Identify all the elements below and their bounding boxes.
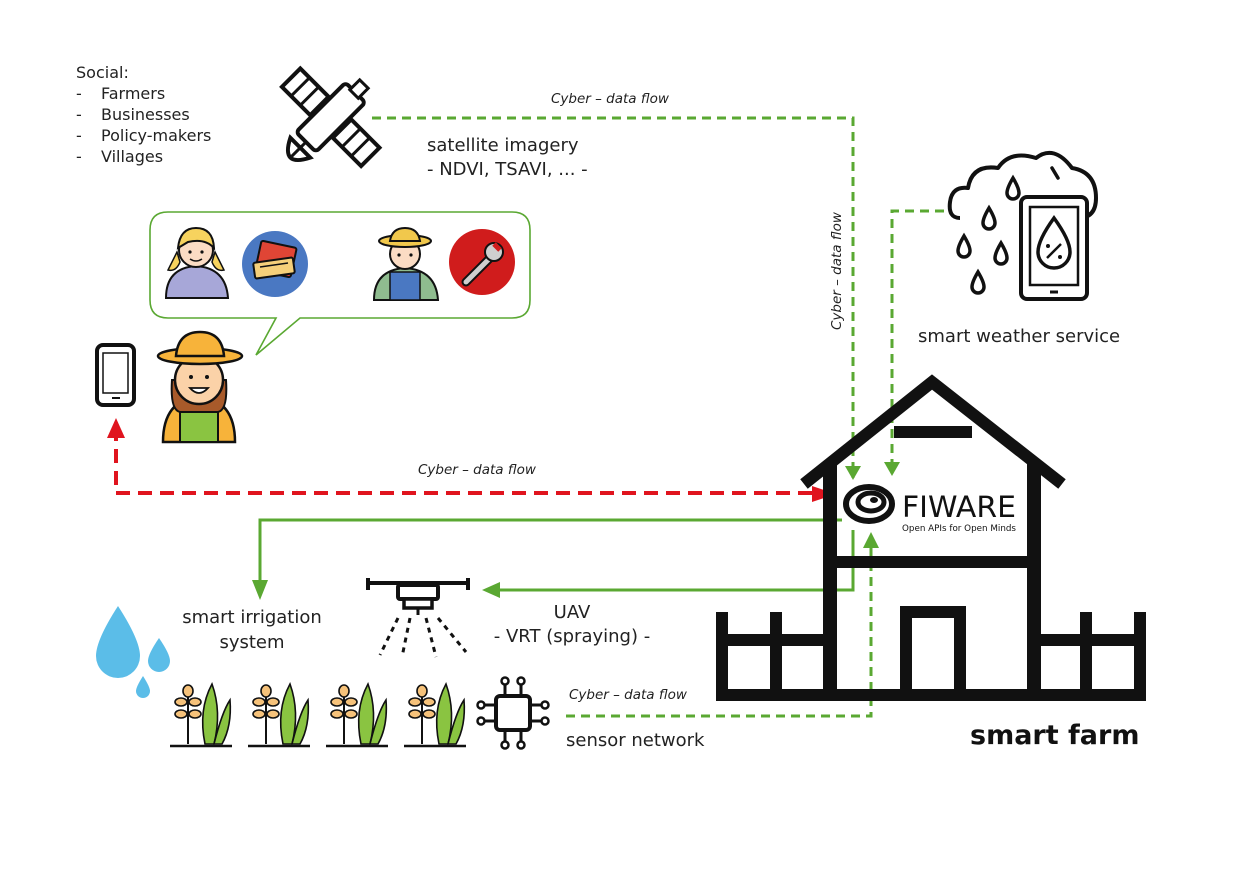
cloud-rain-icon — [947, 150, 1098, 295]
irrigation-line2: system — [219, 632, 285, 653]
social-item: -Villages — [76, 147, 164, 166]
wrench-icon — [449, 229, 515, 295]
fiware-name: FIWARE — [902, 490, 1016, 524]
weather-flow-arrow — [884, 462, 900, 476]
sensor-label: sensor network — [566, 730, 705, 751]
irrigation-flow-line — [258, 518, 842, 592]
irrigation-flow-arrow — [252, 580, 268, 600]
satellite-flow-line — [372, 116, 855, 478]
weather-label: smart weather service — [918, 326, 1121, 347]
water-drop-icon — [96, 606, 170, 698]
flow-label-middle: Cyber – data flow — [418, 462, 536, 478]
uav-label: UAV - VRT (spraying) - — [470, 601, 674, 649]
student-icon — [164, 226, 230, 299]
uav-title: UAV — [553, 602, 591, 623]
irrigation-label: smart irrigation system — [160, 605, 344, 655]
satellite-label: satellite imagery - NDVI, TSAVI, ... - — [427, 134, 588, 182]
fiware-tagline: Open APIs for Open Minds — [902, 524, 1016, 534]
farm-label: smart farm — [970, 720, 1140, 751]
social-list: Social: -Farmers -Businesses -Policy-mak… — [76, 62, 211, 167]
fiware-logo-icon — [843, 484, 895, 524]
smartphone-icon — [95, 343, 136, 407]
satellite-subtitle: - NDVI, TSAVI, ... - — [427, 159, 588, 180]
chip-icon — [476, 676, 550, 750]
phone-flow-line — [114, 436, 812, 495]
flow-label-bottom: Cyber – data flow — [569, 687, 687, 703]
farmer-icon — [156, 330, 244, 444]
wheat-icon — [170, 682, 468, 748]
flow-label-top: Cyber – data flow — [551, 91, 669, 107]
social-item: -Farmers — [76, 84, 166, 103]
satellite-icon — [279, 65, 383, 169]
uav-flow-line — [496, 530, 855, 592]
social-heading: Social: — [76, 63, 129, 82]
uav-subtitle: - VRT (spraying) - — [493, 626, 651, 647]
tablet-drop-icon — [1019, 195, 1089, 301]
social-item: -Businesses — [76, 105, 190, 124]
uav-flow-arrow — [482, 582, 500, 598]
sensor-flow-arrow — [863, 532, 879, 548]
satellite-title: satellite imagery — [427, 135, 579, 156]
book-icon — [242, 231, 308, 297]
social-item: -Policy-makers — [76, 126, 212, 145]
flow-label-vertical: Cyber – data flow — [829, 211, 845, 330]
speech-bubble — [149, 211, 531, 356]
farm-house-icon — [716, 374, 1146, 701]
weather-flow-line — [890, 209, 944, 472]
drone-icon — [366, 578, 470, 658]
satellite-flow-arrow — [845, 466, 861, 480]
sensor-flow-line — [566, 545, 873, 718]
worker-icon — [372, 226, 440, 301]
phone-flow-arrow-up — [107, 418, 125, 438]
irrigation-line1: smart irrigation — [182, 607, 322, 628]
